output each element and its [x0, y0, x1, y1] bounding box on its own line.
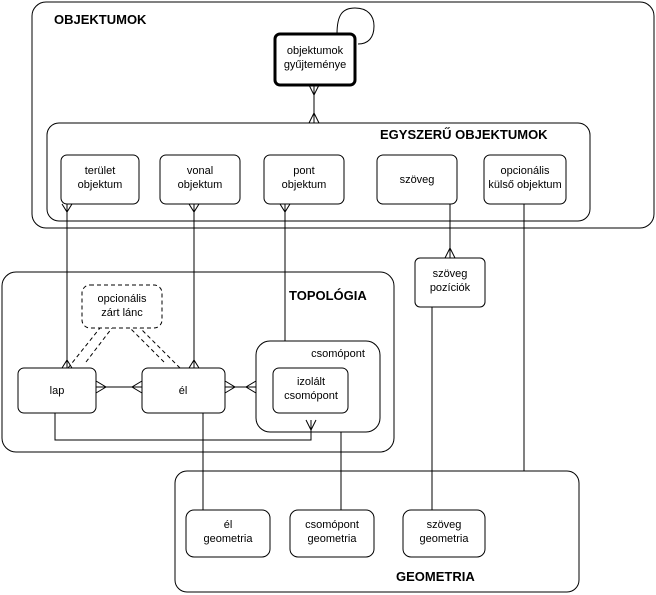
entity-izolalt-csomopont: izolált csomópont	[272, 367, 349, 414]
entity-kulso-objektum: opcionális külső objektum	[483, 154, 567, 205]
entity-terulet-objektum: terület objektum	[60, 154, 140, 205]
svg-text:objektum: objektum	[282, 179, 327, 191]
entity-vonal-objektum: vonal objektum	[159, 154, 241, 205]
dashed-el-zart-2	[129, 327, 165, 363]
entity-el: él	[141, 367, 226, 414]
svg-text:izolált: izolált	[297, 376, 325, 388]
svg-text:geometria: geometria	[308, 533, 358, 545]
entity-szoveg-poziciok: szöveg pozíciók	[414, 257, 486, 308]
crowfoot-pont	[279, 203, 291, 213]
title-objektumok: OBJEKTUMOK	[54, 12, 147, 27]
svg-text:opcionális: opcionális	[98, 293, 147, 305]
self-loop-line	[336, 7, 375, 45]
crowfoot-collection-bottom	[308, 111, 320, 124]
svg-text:objektum: objektum	[178, 179, 223, 191]
entity-zart-lanc: opcionális zárt lánc	[81, 284, 163, 329]
entity-pont-objektum: pont objektum	[263, 154, 345, 205]
crowfoot-lap-right	[95, 380, 107, 394]
label-csomopont: csomópont	[311, 348, 365, 360]
crowfoot-el-right	[224, 380, 236, 394]
svg-text:vonal: vonal	[187, 165, 213, 177]
entity-szoveg: szöveg	[376, 154, 458, 205]
svg-text:él: él	[224, 519, 233, 531]
entity-gyujtemeny: objektumok gyűjteménye	[273, 32, 357, 87]
svg-text:külső objektum: külső objektum	[488, 179, 561, 191]
svg-text:szöveg: szöveg	[400, 174, 435, 186]
title-topologia: TOPOLÓGIA	[289, 288, 367, 303]
dashed-lap-zart	[67, 327, 101, 369]
group-geometria	[174, 470, 580, 593]
entity-el-geometria: él geometria	[185, 509, 271, 558]
entity-csomopont-geometria: csomópont geometria	[289, 509, 375, 558]
svg-text:pont: pont	[293, 165, 314, 177]
svg-text:pozíciók: pozíciók	[430, 282, 471, 294]
title-geometria: GEOMETRIA	[396, 569, 475, 584]
svg-text:gyűjteménye: gyűjteménye	[284, 59, 346, 71]
svg-text:szöveg: szöveg	[427, 519, 462, 531]
svg-text:szöveg: szöveg	[433, 268, 468, 280]
crowfoot-el-top	[188, 359, 200, 369]
svg-text:csomópont: csomópont	[305, 519, 359, 531]
crowfoot-el-left	[131, 380, 143, 394]
crowfoot-izolalt	[305, 419, 317, 432]
entity-lap: lap	[17, 367, 97, 414]
svg-text:csomópont: csomópont	[284, 390, 338, 402]
svg-text:lap: lap	[50, 385, 65, 397]
svg-text:geometria: geometria	[420, 533, 470, 545]
relationship-lines	[54, 7, 525, 510]
svg-text:objektum: objektum	[78, 179, 123, 191]
entity-szoveg-geometria: szöveg geometria	[402, 509, 486, 558]
crowfoot-collection-top	[308, 84, 320, 97]
svg-text:geometria: geometria	[204, 533, 254, 545]
dashed-el-zart	[139, 327, 181, 369]
svg-text:objektumok: objektumok	[287, 45, 344, 57]
crowfoot-terulet	[61, 203, 73, 213]
svg-text:opcionális: opcionális	[501, 165, 550, 177]
crowfoot-vonal	[188, 203, 200, 213]
crowfoot-csomopont-left	[245, 380, 257, 394]
crowfoot-szoveg-poz	[444, 246, 456, 259]
svg-text:zárt lánc: zárt lánc	[101, 307, 143, 319]
title-egyszeru-objektumok: EGYSZERŰ OBJEKTUMOK	[380, 127, 548, 142]
svg-text:terület: terület	[85, 165, 116, 177]
svg-text:él: él	[179, 385, 188, 397]
dashed-lap-zart-2	[85, 327, 113, 363]
